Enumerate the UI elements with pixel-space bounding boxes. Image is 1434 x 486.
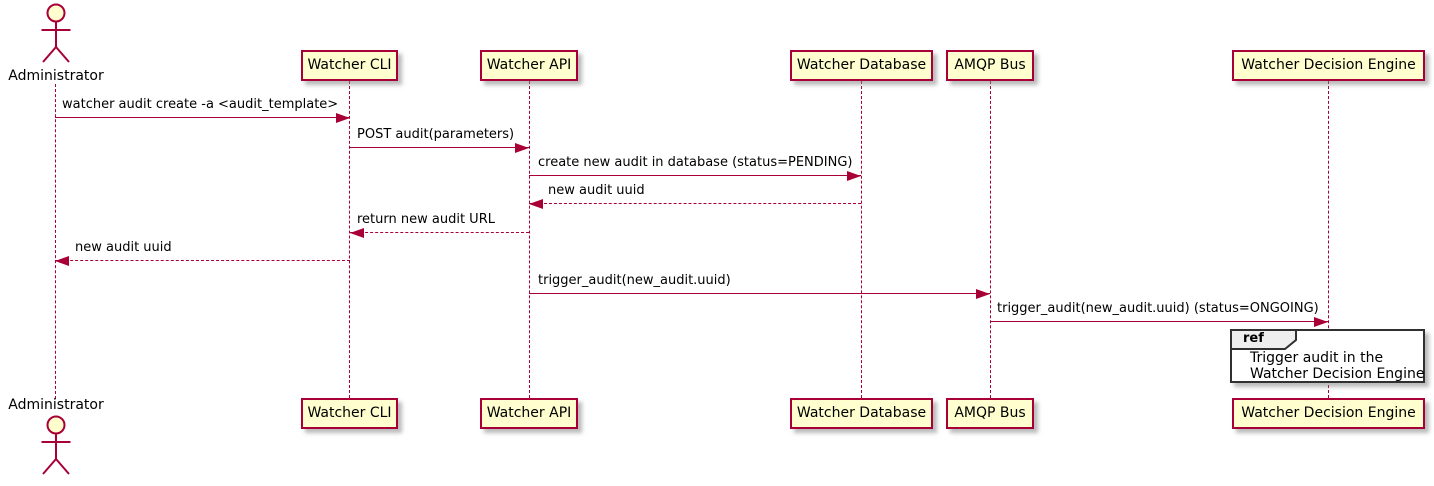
participant-watcher-api-bottom: Watcher API <box>480 398 578 429</box>
message-label: trigger_audit(new_audit.uuid) (status=ON… <box>997 301 1319 316</box>
actor-icon <box>41 3 71 63</box>
message-line <box>55 117 350 118</box>
message-line <box>55 260 350 261</box>
actor-label-top: Administrator <box>8 68 104 84</box>
arrowhead-icon <box>515 143 529 153</box>
arrowhead-icon <box>1314 317 1328 327</box>
ref-fragment: ref Trigger audit in the Watcher Decisio… <box>1230 329 1425 383</box>
ref-text-line2: Watcher Decision Engine <box>1250 366 1425 382</box>
message-label: return new audit URL <box>357 212 495 227</box>
arrowhead-icon <box>55 256 69 266</box>
lifeline-watcher-cli <box>349 81 350 398</box>
actor-label-bottom: Administrator <box>8 397 104 413</box>
arrowhead-icon <box>529 199 543 209</box>
message-line <box>529 293 990 294</box>
arrowhead-icon <box>847 171 861 181</box>
participant-amqp-bus-bottom: AMQP Bus <box>946 398 1034 429</box>
lifeline-watcher-database <box>861 81 862 398</box>
ref-keyword: ref <box>1243 331 1264 346</box>
participant-watcher-decision-engine-top: Watcher Decision Engine <box>1232 50 1425 81</box>
participant-watcher-database-top: Watcher Database <box>790 50 933 81</box>
participant-watcher-api-top: Watcher API <box>480 50 578 81</box>
participant-watcher-cli-top: Watcher CLI <box>301 50 398 81</box>
message-line <box>990 321 1328 322</box>
participant-watcher-database-bottom: Watcher Database <box>790 398 933 429</box>
message-line <box>529 203 861 204</box>
ref-text-line1: Trigger audit in the <box>1250 350 1384 366</box>
message-line <box>350 232 529 233</box>
lifeline-watcher-decision-engine <box>1328 81 1329 398</box>
message-label: new audit uuid <box>548 183 645 198</box>
participant-amqp-bus-top: AMQP Bus <box>946 50 1034 81</box>
arrowhead-icon <box>350 228 364 238</box>
ref-tab-icon <box>1230 329 1297 350</box>
arrowhead-icon <box>976 289 990 299</box>
message-label: create new audit in database (status=PEN… <box>538 155 853 170</box>
lifeline-amqp-bus <box>990 81 991 398</box>
lifeline-administrator <box>55 84 56 399</box>
message-label: watcher audit create -a <audit_template> <box>62 97 339 112</box>
participant-watcher-cli-bottom: Watcher CLI <box>301 398 398 429</box>
message-line <box>529 175 861 176</box>
message-label: trigger_audit(new_audit.uuid) <box>538 273 731 288</box>
message-line <box>350 147 529 148</box>
actor-icon <box>41 415 71 475</box>
message-label: new audit uuid <box>75 240 172 255</box>
arrowhead-icon <box>336 113 350 123</box>
lifeline-watcher-api <box>529 81 530 398</box>
participant-watcher-decision-engine-bottom: Watcher Decision Engine <box>1232 398 1425 429</box>
message-label: POST audit(parameters) <box>357 127 515 142</box>
